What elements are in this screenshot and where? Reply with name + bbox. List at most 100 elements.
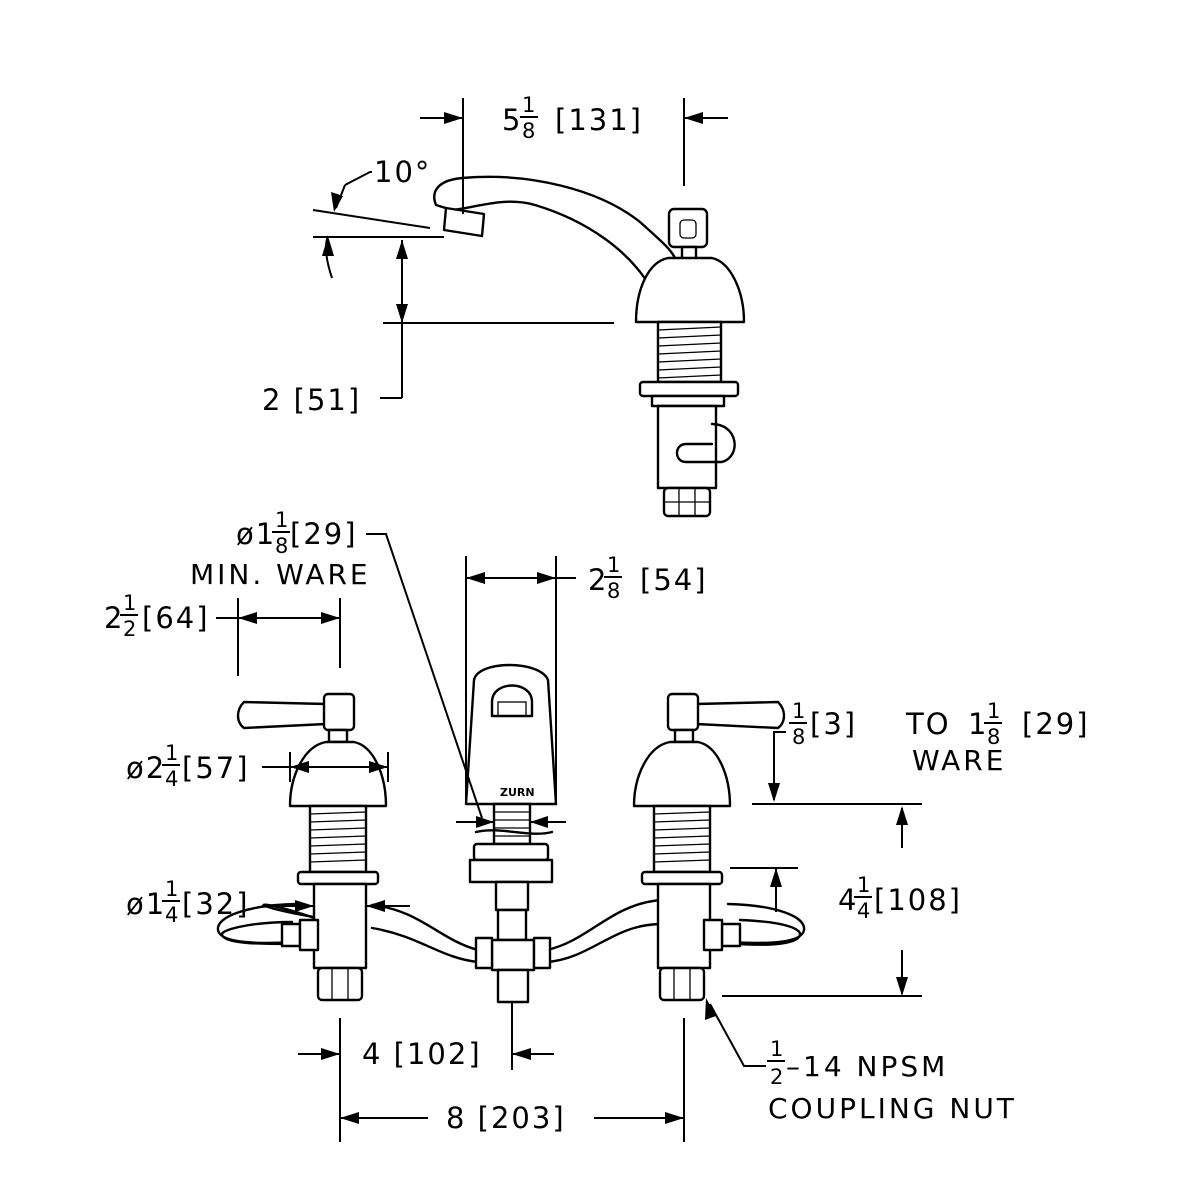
- valve-top-knob: [667, 207, 709, 249]
- reach-dimension: 5 1 8 [131]: [420, 93, 728, 214]
- svg-text:8 [203]: 8 [203]: [446, 1101, 566, 1135]
- svg-text:[32]: [32]: [182, 887, 250, 921]
- faucet-side-view: [433, 175, 746, 518]
- left-valve-body: [312, 882, 368, 970]
- lock-nut-side: [638, 380, 740, 398]
- svg-text:[108]: [108]: [874, 883, 962, 917]
- svg-text:[29]: [29]: [1022, 707, 1090, 741]
- left-escutcheon: [288, 740, 388, 808]
- svg-text:1: 1: [165, 741, 178, 765]
- cross-hose-right: [545, 898, 662, 964]
- shank-length-dimension: 4 1 4 [108]: [722, 867, 962, 997]
- reach-num: 1: [522, 93, 535, 117]
- half-spread-dimension: 4 [102]: [298, 1002, 554, 1142]
- supply-tube-loop: [675, 422, 736, 464]
- svg-text:4 [102]: 4 [102]: [362, 1037, 482, 1071]
- right-stem: [673, 728, 695, 744]
- spout-shank: [492, 802, 532, 846]
- valve-body-side: [656, 404, 718, 490]
- svg-text:[54]: [54]: [640, 563, 708, 597]
- base-diameter-metric: [29]: [290, 517, 358, 551]
- spout-height-label: 2 [51]: [262, 383, 361, 417]
- svg-text:8: 8: [275, 534, 288, 558]
- brand-mark: ZURN: [500, 786, 535, 799]
- left-stem: [327, 728, 349, 744]
- svg-text:1: 1: [792, 699, 805, 723]
- right-loop: [726, 902, 806, 945]
- right-lever-handle: [694, 700, 786, 730]
- svg-text:8: 8: [607, 579, 620, 603]
- escutcheon-diameter-dimension: ø2 1 4 [57]: [126, 741, 389, 791]
- svg-text:8: 8: [792, 725, 805, 749]
- right-valve-body: [656, 882, 712, 970]
- svg-text:ø2: ø2: [126, 751, 166, 785]
- svg-text:2: 2: [588, 563, 608, 597]
- spout-coupling: [494, 880, 530, 912]
- left-handle-hub: [322, 692, 356, 732]
- right-coupling-nut: [658, 966, 706, 1002]
- svg-text:TO: TO: [905, 707, 951, 741]
- min-ware-label: MIN. WARE: [190, 558, 371, 591]
- right-lock-nut: [640, 870, 724, 886]
- base-diameter-prefix: ø1: [236, 517, 276, 551]
- spout-mount-bracket: [468, 858, 554, 884]
- washer-side: [650, 394, 726, 408]
- right-escutcheon: [632, 740, 732, 808]
- svg-text:2: 2: [770, 1065, 783, 1089]
- svg-text:1: 1: [607, 553, 620, 577]
- faucet-front-view: ZURN: [216, 663, 806, 1004]
- tee-left-fitting: [474, 936, 494, 970]
- tee-right-fitting: [532, 936, 552, 970]
- coupling-nut-label: COUPLING NUT: [768, 1092, 1017, 1125]
- spout-mount-nut: [472, 842, 550, 862]
- right-outlet-fitting: [720, 922, 742, 948]
- cross-hose-left: [262, 903, 480, 964]
- svg-text:1: 1: [275, 508, 288, 532]
- svg-text:1: 1: [968, 707, 988, 741]
- ware-label: WARE: [912, 744, 1006, 777]
- left-loop: [216, 902, 298, 945]
- left-outlet-fitting: [280, 922, 302, 948]
- svg-text:[57]: [57]: [182, 751, 250, 785]
- valve-top-knob-inner: [679, 219, 697, 239]
- reach-den: 8: [522, 119, 535, 143]
- reach-metric: [131]: [555, 103, 643, 137]
- full-spread-dimension: 8 [203]: [340, 1018, 685, 1142]
- spout-height-dimension: 2 [51]: [262, 240, 614, 417]
- svg-text:8: 8: [987, 725, 1000, 749]
- spout-front-outlet: [490, 684, 534, 718]
- spout-angle-label: 10°: [374, 155, 431, 189]
- tee-outlet: [496, 968, 530, 1004]
- spout-aerator: [442, 206, 486, 238]
- handle-width-dimension: 2 1 2 [64]: [104, 591, 341, 676]
- svg-text:ø1: ø1: [126, 887, 166, 921]
- svg-text:1: 1: [123, 591, 136, 615]
- ware-thickness-dimension: 1 8 [3] TO 1 1 8 [29] WARE: [752, 699, 1090, 848]
- svg-text:2: 2: [104, 601, 124, 635]
- tee-body: [490, 938, 536, 972]
- shank-diameter-dimension: ø1 1 4 [32]: [126, 877, 410, 927]
- svg-text:[64]: [64]: [142, 601, 210, 635]
- center-spout: ZURN: [464, 663, 558, 1004]
- svg-text:[3]: [3]: [810, 707, 857, 741]
- svg-text:1: 1: [987, 699, 1000, 723]
- right-handle-hub: [666, 692, 700, 732]
- reach-whole: 5: [502, 103, 522, 137]
- spout-front-body: [464, 663, 558, 806]
- svg-text:4: 4: [165, 767, 178, 791]
- svg-text:4: 4: [165, 903, 178, 927]
- left-coupling-nut: [316, 966, 364, 1002]
- svg-text:2: 2: [123, 617, 136, 641]
- thread-spec: –14 NPSM: [786, 1050, 948, 1083]
- left-lever-handle: [236, 700, 328, 730]
- base-diameter-dimension: ø1 1 8 [29] MIN. WARE: [190, 508, 566, 828]
- svg-text:4: 4: [857, 899, 870, 923]
- spout-width-dimension: 2 1 8 [54]: [465, 553, 708, 804]
- shank-threads-side: [657, 326, 722, 379]
- right-valve: [632, 692, 786, 1002]
- spout-angle-dimension: 10°: [312, 155, 444, 279]
- svg-text:1: 1: [770, 1037, 783, 1061]
- coupling-nut-callout: 1 2 –14 NPSM COUPLING NUT: [705, 998, 1017, 1125]
- svg-text:1: 1: [165, 877, 178, 901]
